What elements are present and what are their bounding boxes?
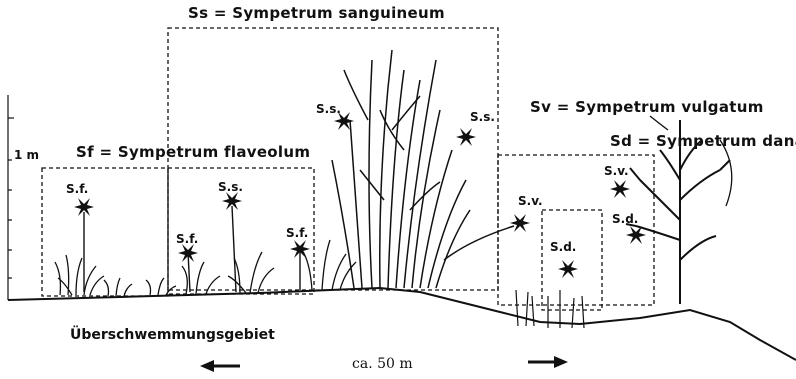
marker-ss: S.s. [470,110,495,124]
height-scale-label: 1 m [14,148,39,162]
right-arrow-icon [528,356,568,368]
legend-danae: Sd = Sympetrum danae [610,132,796,150]
legend-flaveolum: Sf = Sympetrum flaveolum [76,143,310,161]
marker-sd: S.d. [550,240,576,254]
legend-bracket [650,116,668,130]
zone-box-sd [542,210,602,310]
marker-sv: S.v. [518,194,543,208]
marker-sf: S.f. [176,232,198,246]
distance-scale-label: ca. 50 m [352,356,413,372]
marker-sf: S.f. [66,182,88,196]
ground-line [8,288,796,360]
marker-ss: S.s. [316,102,341,116]
zone-box-sv [498,155,654,305]
marker-ss: S.s. [218,180,243,194]
plant-stem [188,252,190,292]
left-arrow-icon [200,360,240,372]
height-axis [8,95,14,300]
reed-bed [332,50,514,288]
dragonfly-icon [456,128,476,146]
grass-tufts [55,240,356,296]
zone-box-sf-left [42,168,168,296]
flood-zone-label: Überschwemmungsgebiet [70,327,275,343]
dragonfly-icon [610,180,630,198]
dragonfly-icon [558,260,578,278]
marker-sd: S.d. [612,212,638,226]
marker-sv: S.v. [604,164,629,178]
dragonfly-icon [510,214,530,232]
legend-vulgatum: Sv = Sympetrum vulgatum [530,98,764,116]
legend-sanguineum: Ss = Sympetrum sanguineum [188,4,445,22]
marker-sf: S.f. [286,226,308,240]
